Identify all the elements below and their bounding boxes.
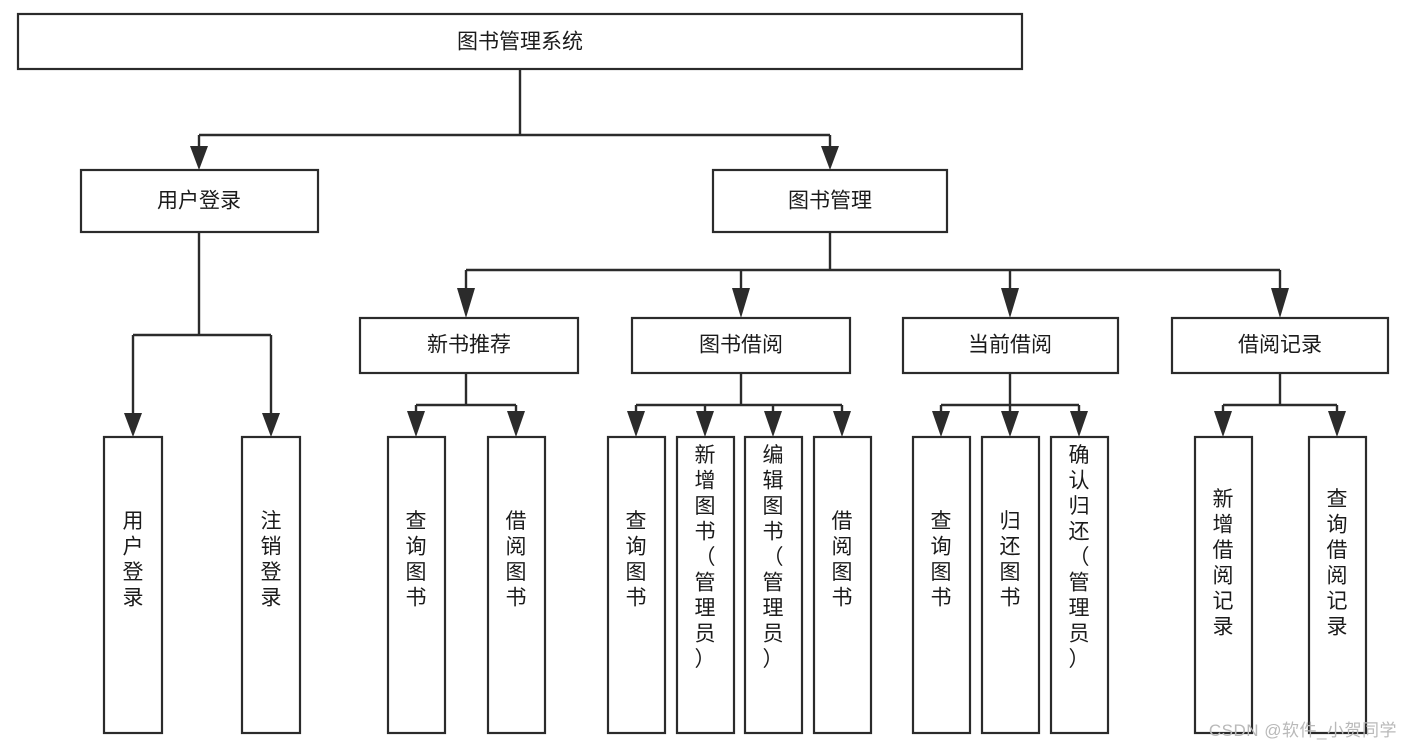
leaf-user-login-logout[interactable]: 注销登录: [240, 435, 302, 735]
leaf-borrow-query-box[interactable]: [606, 435, 667, 735]
edge-root-to-level2: [190, 69, 839, 170]
node-borrow-records-label: 借阅记录: [1238, 334, 1322, 357]
leaf-user-login-login-box[interactable]: [102, 435, 164, 735]
leaf-borrow-query-label: 查询图书: [626, 510, 647, 610]
leaf-current-query-label: 查询图书: [931, 510, 952, 610]
leaf-current-confirm-return[interactable]: 确认归还（管理员）: [1049, 435, 1110, 735]
leaf-records-add-box[interactable]: [1193, 435, 1254, 735]
edge-bookmgmt-to-level3: [457, 232, 1289, 318]
leaf-borrow-add-book[interactable]: 新增图书（管理员）: [675, 435, 736, 735]
leaf-borrow-borrow-book-label: 借阅图书: [832, 510, 853, 610]
leaf-current-confirm-return-label: 确认归还（管理员）: [1069, 444, 1090, 671]
edge-newbook-to-leaves: [407, 373, 525, 437]
node-user-login-box[interactable]: [79, 168, 320, 234]
leaf-borrow-edit-book-box[interactable]: [743, 435, 804, 735]
leaf-borrow-query[interactable]: 查询图书: [606, 435, 667, 735]
node-book-borrow-label: 图书借阅: [699, 334, 783, 357]
leaf-new-book-borrow[interactable]: 借阅图书: [486, 435, 547, 735]
leaf-records-add-label: 新增借阅记录: [1213, 488, 1234, 639]
node-new-book-recommend-label: 新书推荐: [427, 334, 511, 357]
leaf-records-query-box[interactable]: [1307, 435, 1368, 735]
node-current-borrow-label: 当前借阅: [968, 334, 1052, 357]
leaf-current-return[interactable]: 归还图书: [980, 435, 1041, 735]
leaf-borrow-add-book-label: 新增图书（管理员）: [695, 444, 716, 671]
node-root-box[interactable]: [16, 12, 1024, 71]
node-user-login-label: 用户登录: [157, 190, 241, 213]
leaf-borrow-add-book-box[interactable]: [675, 435, 736, 735]
leaf-current-confirm-return-box[interactable]: [1049, 435, 1110, 735]
edge-current-to-leaves: [932, 373, 1088, 437]
leaf-new-book-borrow-box[interactable]: [486, 435, 547, 735]
node-borrow-records-box[interactable]: [1170, 316, 1390, 375]
edge-records-to-leaves: [1214, 373, 1346, 437]
node-book-borrow-box[interactable]: [630, 316, 852, 375]
node-borrow-records[interactable]: 借阅记录: [1170, 316, 1390, 375]
leaf-borrow-borrow-book-box[interactable]: [812, 435, 873, 735]
node-new-book-recommend-box[interactable]: [358, 316, 580, 375]
leaf-records-query-label: 查询借阅记录: [1327, 488, 1348, 639]
leaf-borrow-borrow-book[interactable]: 借阅图书: [812, 435, 873, 735]
edge-userlogin-to-leaves: [124, 232, 280, 437]
node-book-management-box[interactable]: [711, 168, 949, 234]
leaf-records-query[interactable]: 查询借阅记录: [1307, 435, 1368, 735]
leaf-borrow-edit-book[interactable]: 编辑图书（管理员）: [743, 435, 804, 735]
leaf-new-book-query-label: 查询图书: [406, 510, 427, 610]
edge-borrow-to-leaves: [627, 373, 851, 437]
node-root-label: 图书管理系统: [457, 31, 583, 54]
leaf-user-login-login-label: 用户登录: [123, 510, 144, 610]
leaf-current-return-label: 归还图书: [1000, 510, 1021, 610]
leaf-current-return-box[interactable]: [980, 435, 1041, 735]
node-book-borrow[interactable]: 图书借阅: [630, 316, 852, 375]
node-current-borrow-box[interactable]: [901, 316, 1120, 375]
leaf-user-login-logout-box[interactable]: [240, 435, 302, 735]
leaf-current-query[interactable]: 查询图书: [911, 435, 972, 735]
leaf-new-book-query-box[interactable]: [386, 435, 447, 735]
leaf-current-query-box[interactable]: [911, 435, 972, 735]
node-user-login[interactable]: 用户登录: [79, 168, 320, 234]
leaf-new-book-query[interactable]: 查询图书: [386, 435, 447, 735]
leaf-new-book-borrow-label: 借阅图书: [506, 510, 527, 610]
connectors-layer: [124, 69, 1346, 437]
leaf-user-login-login[interactable]: 用户登录: [102, 435, 164, 735]
leaf-user-login-logout-label: 注销登录: [261, 510, 282, 610]
node-book-management-label: 图书管理: [788, 190, 872, 213]
leaf-borrow-edit-book-label: 编辑图书（管理员）: [763, 444, 784, 671]
node-root[interactable]: 图书管理系统: [16, 12, 1024, 71]
leaf-records-add[interactable]: 新增借阅记录: [1193, 435, 1254, 735]
node-new-book-recommend[interactable]: 新书推荐: [358, 316, 580, 375]
node-book-management[interactable]: 图书管理: [711, 168, 949, 234]
node-current-borrow[interactable]: 当前借阅: [901, 316, 1120, 375]
